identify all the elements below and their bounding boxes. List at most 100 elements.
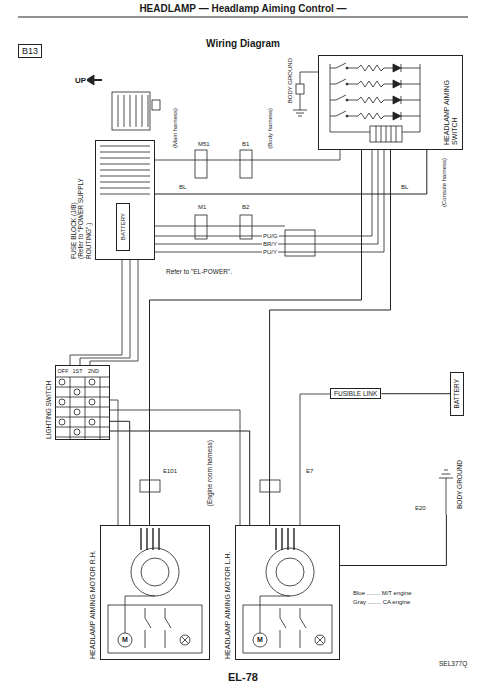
component-details	[146, 528, 147, 550]
component-details	[100, 164, 150, 165]
fuse-block-drawing	[112, 92, 150, 130]
component-details	[393, 64, 401, 72]
node-text: HEADLAMP AIMING SWITCH	[443, 60, 459, 145]
component-details	[381, 126, 382, 142]
connectors	[285, 230, 315, 256]
component-details	[253, 633, 267, 647]
component-details	[287, 528, 288, 550]
wires	[70, 260, 138, 365]
diagram-label: BODY GROUND	[286, 58, 295, 103]
node-label: LIGHTING SWITCH	[45, 366, 52, 439]
diagram-label: M51	[197, 141, 211, 148]
connectors	[195, 215, 207, 239]
body-ground: BODY GROUND	[438, 455, 466, 515]
component-details	[100, 146, 150, 147]
fuse-block-drawing	[148, 95, 149, 127]
component-details	[330, 79, 420, 88]
diagram-label: Blue ........ M/T engine	[352, 590, 413, 597]
component-details	[393, 96, 401, 104]
wire-connector	[150, 150, 362, 525]
component-details	[330, 64, 420, 132]
diagram-label: BL	[400, 184, 409, 191]
node-text: LIGHTING SWITCH	[45, 366, 52, 439]
diagram-label: B2	[241, 204, 250, 211]
wires	[155, 150, 384, 252]
component-details	[275, 528, 276, 550]
ground-symbols	[296, 84, 304, 94]
diagram-label: 2ND	[87, 368, 100, 374]
up-arrow	[94, 79, 102, 81]
diagram-label: (Body harness)	[266, 108, 275, 149]
diagram-label: E20	[414, 505, 427, 512]
battery-box: BATTERY	[450, 372, 464, 416]
wire-connector	[270, 150, 391, 525]
component-details	[55, 417, 110, 418]
wires	[155, 150, 340, 160]
diagram-label: M1	[197, 204, 207, 211]
diagram-label: EL-78	[227, 671, 259, 684]
diagram-label: M	[256, 636, 264, 644]
diagram-label: (Engine room harness)	[205, 440, 214, 506]
diagram-label: Wiring Diagram	[205, 38, 281, 50]
component-details	[100, 152, 150, 153]
diagram-label: Gray ........ CA engine	[352, 599, 411, 606]
component-details	[260, 596, 290, 633]
component-details	[100, 188, 150, 189]
diagram-label: OFF	[57, 368, 70, 374]
diagram-label: PU/G	[262, 233, 279, 240]
component-details	[346, 99, 348, 101]
component-details	[315, 635, 325, 645]
node-label: BATTERY	[453, 379, 460, 408]
component-details	[266, 548, 314, 596]
component-details	[89, 419, 95, 425]
node-text: FUSIBLE LINK	[334, 390, 377, 397]
node-text: BATTERY	[120, 213, 127, 240]
component-details	[70, 377, 71, 440]
component-details	[346, 67, 348, 69]
node-text: HEADLAMP AIMING MOTOR L.H.	[224, 526, 232, 659]
diagram-label: B1	[241, 141, 250, 148]
diagram-label: 1ST	[72, 368, 84, 374]
component-details	[100, 182, 150, 183]
connectors	[140, 126, 402, 492]
ground-symbols	[439, 470, 453, 515]
component-details	[300, 608, 306, 648]
diagram-label: M	[121, 636, 129, 644]
node-text: HEADLAMP AIMING MOTOR R.H.	[89, 526, 97, 659]
component-details	[89, 399, 95, 405]
diagram-label: E101	[162, 468, 178, 475]
component-details	[280, 608, 286, 648]
component-details	[140, 528, 141, 550]
component-details	[55, 387, 110, 388]
component-details	[118, 633, 132, 647]
diagram-code-box: B13	[18, 44, 42, 58]
component-details	[131, 548, 179, 596]
diagram-label: UP	[74, 76, 87, 85]
diagram-label: PU/Y	[262, 249, 278, 256]
component-details	[74, 409, 80, 415]
component-details	[55, 427, 110, 428]
aiming-motor: HEADLAMP AIMING MOTOR R.H.	[100, 525, 210, 660]
component-details	[330, 111, 420, 120]
component-details	[391, 126, 392, 142]
component-details	[376, 126, 377, 142]
component-details	[55, 377, 110, 378]
component-details	[59, 379, 65, 385]
component-details	[293, 528, 294, 550]
wires	[300, 394, 330, 525]
diagram-label: E7	[305, 468, 314, 475]
wires	[110, 400, 240, 525]
aiming-switch-box: HEADLAMP AIMING SWITCH	[318, 55, 463, 150]
diagram-label: BL	[178, 184, 187, 191]
wire-connector	[155, 150, 427, 194]
node-text: B13	[22, 46, 38, 56]
connectors	[370, 126, 402, 142]
ground-symbols	[293, 110, 307, 116]
battery-box: BATTERY	[116, 203, 130, 251]
component-details	[74, 429, 80, 435]
component-details	[317, 637, 324, 644]
wire-connector	[110, 431, 250, 525]
component-details	[141, 558, 169, 586]
wires	[70, 72, 384, 525]
